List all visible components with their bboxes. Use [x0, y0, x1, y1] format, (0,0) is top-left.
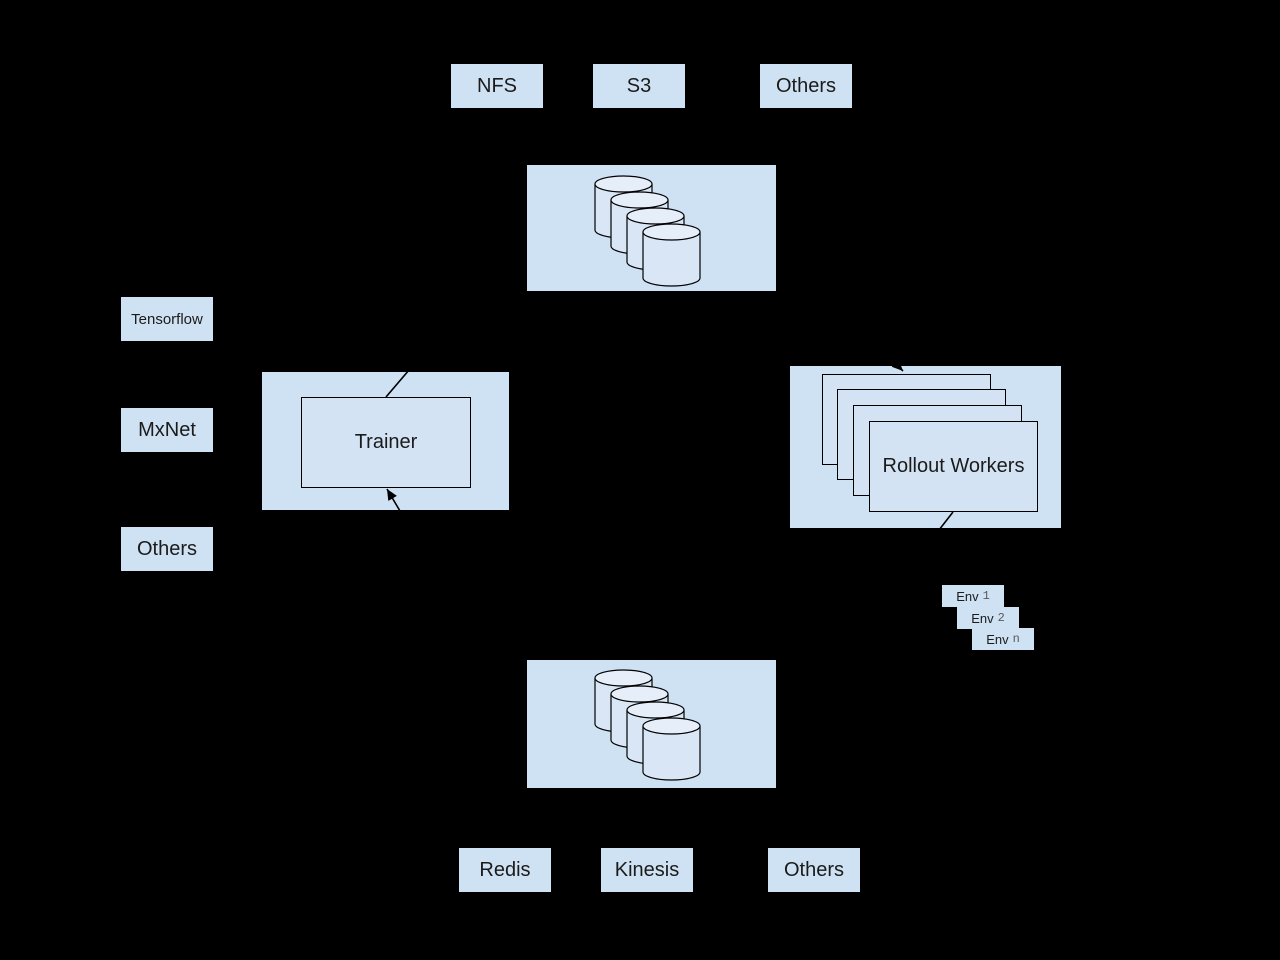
storage-backend-others-box: Others [760, 64, 852, 108]
framework-tensorflow-label: Tensorflow [131, 310, 203, 328]
framework-mxnet-box: MxNet [121, 408, 213, 452]
arrow-datastore-to-rollout-workers [792, 260, 904, 372]
storage-backend-nfs-label: NFS [477, 74, 517, 97]
env-2-index: 2 [997, 611, 1005, 625]
storage-backend-others-label: Others [775, 74, 837, 97]
memory-backend-others-label: Others [783, 858, 845, 881]
framework-others-box: Others [121, 527, 213, 571]
framework-others-label: Others [136, 537, 198, 560]
storage-backend-nfs-box: NFS [451, 64, 543, 108]
env-2-label: Env [971, 610, 994, 626]
env-n-label: Env [986, 631, 1009, 647]
memory-backend-redis-box: Redis [459, 848, 551, 892]
trainer-label: Trainer [354, 431, 418, 453]
data-store-bottom-panel [527, 660, 776, 788]
framework-tensorflow-box: Tensorflow [121, 297, 213, 341]
env-1-label: Env [956, 588, 979, 604]
framework-mxnet-label: MxNet [138, 418, 196, 441]
storage-backend-s3-label: S3 [626, 74, 652, 97]
memory-backend-kinesis-box: Kinesis [601, 848, 693, 892]
env-n-index: n [1012, 632, 1020, 646]
arrow-rollout-workers-to-datastore [819, 511, 954, 684]
env-1-index: 1 [982, 589, 990, 603]
cylinder-icon [642, 223, 701, 287]
trainer-box: Trainer [301, 397, 471, 488]
arrow-datastore-to-trainer [386, 488, 489, 661]
cylinder-icon [642, 717, 701, 781]
memory-backend-redis-label: Redis [479, 858, 531, 881]
memory-backend-others-box: Others [768, 848, 860, 892]
rollout-workers-front-box: Rollout Workers [869, 421, 1038, 512]
memory-backend-kinesis-label: Kinesis [614, 858, 680, 881]
data-store-top-panel [527, 165, 776, 291]
database-cylinders-icon [594, 175, 701, 287]
database-cylinders-icon [594, 669, 701, 781]
storage-backend-s3-box: S3 [593, 64, 685, 108]
rollout-workers-label: Rollout Workers [882, 455, 1025, 477]
